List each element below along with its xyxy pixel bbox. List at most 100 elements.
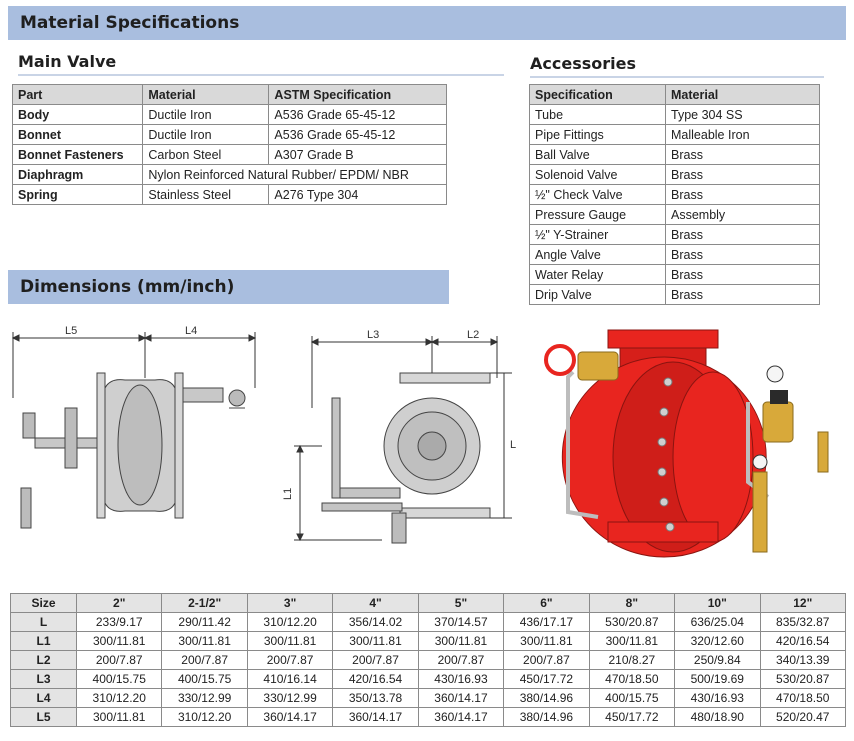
cell: ½" Check Valve — [529, 184, 666, 205]
cell: 250/9.84 — [674, 650, 761, 670]
dimensions-header: Size — [10, 593, 77, 613]
cell: 300/11.81 — [417, 631, 505, 651]
cell: 430/16.93 — [417, 669, 505, 689]
row-label: L3 — [10, 669, 77, 689]
dim-label-l1: L1 — [282, 488, 294, 500]
cell: Brass — [665, 284, 820, 305]
cell: Drip Valve — [529, 284, 666, 305]
material-specifications-banner: Material Specifications — [8, 6, 846, 40]
main-valve-table: Part Material ASTM Specification Body Du… — [11, 84, 447, 205]
cell: 360/14.17 — [417, 688, 505, 708]
cell: Bonnet — [11, 124, 144, 145]
cell: Angle Valve — [529, 244, 666, 265]
cell: 835/32.87 — [759, 612, 846, 632]
table-row: L 233/9.17 290/11.42 310/12.20 356/14.02… — [10, 612, 846, 632]
cell: Pressure Gauge — [529, 204, 666, 225]
valve-3d-illustration — [544, 329, 829, 558]
cell: 300/11.81 — [161, 631, 248, 651]
dim-label-l5: L5 — [65, 325, 77, 337]
table-row: L4 310/12.20 330/12.99 330/12.99 350/13.… — [10, 688, 846, 708]
cell: Ductile Iron — [142, 104, 270, 125]
cell: 200/7.87 — [75, 650, 163, 670]
cell: Brass — [665, 224, 820, 245]
cell: 530/20.87 — [759, 669, 846, 689]
cell: 436/17.17 — [503, 612, 590, 632]
dimensions-header: 4" — [332, 593, 419, 613]
dimensions-header: 3" — [246, 593, 334, 613]
cell: 330/12.99 — [161, 688, 248, 708]
accessories-title: Accessories — [530, 54, 824, 78]
dimensions-header: 5" — [417, 593, 505, 613]
cell: Tube — [529, 104, 666, 125]
table-row: L5 300/11.81 310/12.20 360/14.17 360/14.… — [10, 707, 846, 727]
cell: Brass — [665, 144, 820, 165]
cell: 200/7.87 — [246, 650, 334, 670]
cell: 430/16.93 — [674, 688, 761, 708]
row-label: L2 — [10, 650, 77, 670]
dimensions-header-row: Size 2" 2-1/2" 3" 4" 5" 6" 8" 10" 12" — [10, 593, 846, 613]
cell: 470/18.50 — [759, 688, 846, 708]
cell: 380/14.96 — [503, 707, 590, 727]
cell: 470/18.50 — [588, 669, 676, 689]
row-label: L5 — [10, 707, 77, 727]
accessories-header: Specification — [529, 84, 666, 105]
main-valve-header: Material — [142, 84, 270, 105]
table-row: L1 300/11.81 300/11.81 300/11.81 300/11.… — [10, 631, 846, 651]
cell: 636/25.04 — [674, 612, 761, 632]
cell: 340/13.39 — [759, 650, 846, 670]
dimensions-banner: Dimensions (mm/inch) — [8, 270, 449, 304]
cell: Assembly — [665, 204, 820, 225]
cell: 370/14.57 — [417, 612, 505, 632]
valve-front-view-drawing: L3 L2 L1 L — [282, 329, 516, 544]
cell: 450/17.72 — [588, 707, 676, 727]
main-valve-title: Main Valve — [18, 52, 504, 76]
cell: 200/7.87 — [417, 650, 505, 670]
dim-label-l: L — [510, 439, 516, 451]
table-row: L3 400/15.75 400/15.75 410/16.14 420/16.… — [10, 669, 846, 689]
cell: 300/11.81 — [246, 631, 334, 651]
cell: Brass — [665, 264, 820, 285]
cell: 200/7.87 — [161, 650, 248, 670]
row-label: L1 — [10, 631, 77, 651]
cell: 310/12.20 — [161, 707, 248, 727]
cell: Stainless Steel — [142, 184, 270, 205]
dimensions-header: 2-1/2" — [161, 593, 248, 613]
cell: 420/16.54 — [759, 631, 846, 651]
cell: 300/11.81 — [75, 631, 163, 651]
cell: 520/20.47 — [759, 707, 846, 727]
cell: Solenoid Valve — [529, 164, 666, 185]
dimensions-header: 10" — [674, 593, 761, 613]
dimensions-table: Size 2" 2-1/2" 3" 4" 5" 6" 8" 10" 12" L … — [10, 593, 846, 727]
cell: ½" Y-Strainer — [529, 224, 666, 245]
cell: A276 Type 304 — [268, 184, 447, 205]
cell: Ball Valve — [529, 144, 666, 165]
cell: 360/14.17 — [417, 707, 505, 727]
cell: 300/11.81 — [503, 631, 590, 651]
dim-label-l3: L3 — [367, 329, 379, 341]
cell: 356/14.02 — [332, 612, 419, 632]
cell: 330/12.99 — [246, 688, 334, 708]
material-specifications-title: Material Specifications — [20, 13, 240, 33]
cell: 300/11.81 — [75, 707, 163, 727]
table-row: L2 200/7.87 200/7.87 200/7.87 200/7.87 2… — [10, 650, 846, 670]
cell: 400/15.75 — [75, 669, 163, 689]
cell: 530/20.87 — [588, 612, 676, 632]
cell: A307 Grade B — [268, 144, 447, 165]
cell: 200/7.87 — [503, 650, 590, 670]
cell: 400/15.75 — [161, 669, 248, 689]
dimensions-header: 12" — [759, 593, 846, 613]
main-valve-header: Part — [11, 84, 144, 105]
cell: 310/12.20 — [246, 612, 334, 632]
cell: 290/11.42 — [161, 612, 248, 632]
table-row: Spring Stainless Steel A276 Type 304 — [11, 184, 447, 205]
cell: 360/14.17 — [246, 707, 334, 727]
cell: 300/11.81 — [332, 631, 419, 651]
cell: 200/7.87 — [332, 650, 419, 670]
cell: Brass — [665, 244, 820, 265]
